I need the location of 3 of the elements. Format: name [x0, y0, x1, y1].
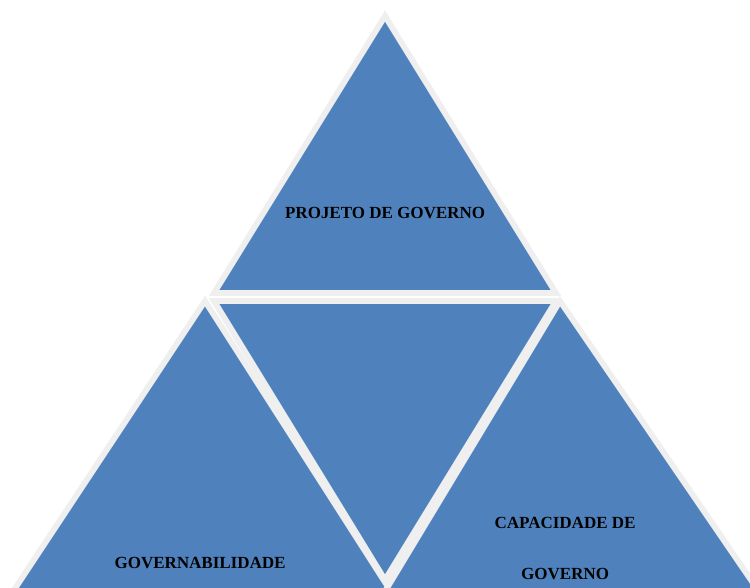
- triangle-label: CAPACIDADE DE GOVERNO: [494, 512, 636, 585]
- triangle-label: PROJETO DE GOVERNO: [285, 202, 485, 224]
- triangle-label: GOVERNABILIDADE: [114, 552, 286, 574]
